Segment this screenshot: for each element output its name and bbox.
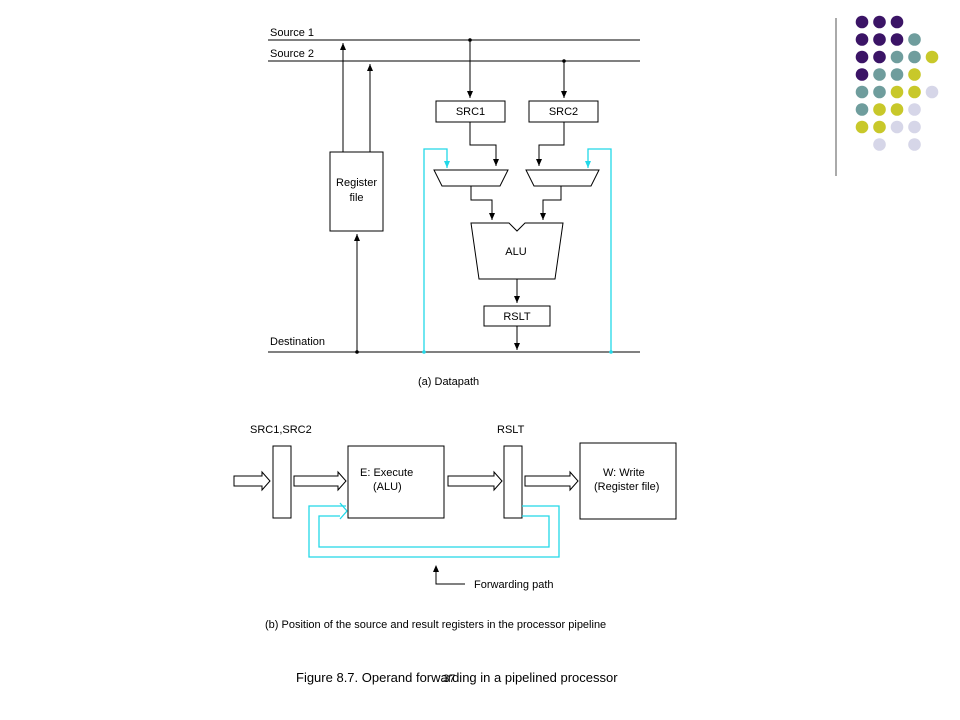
decorative-dot xyxy=(908,85,921,99)
write-stage-box xyxy=(579,442,677,520)
write-stage-label-line1: W: Write xyxy=(603,467,645,479)
decorative-dot xyxy=(890,85,904,99)
forwarding-pointer-arrowhead xyxy=(433,565,439,572)
execute-to-rslt-arrow xyxy=(447,470,503,492)
left-multiplexer xyxy=(433,169,509,187)
decorative-dot xyxy=(890,120,904,134)
forwarding-junction-dot xyxy=(422,350,426,354)
execute-stage-label-line2: (ALU) xyxy=(373,481,402,493)
rslt-to-write-arrow xyxy=(524,470,579,492)
decorative-dot xyxy=(873,50,886,64)
register-file-label-line1: Register xyxy=(336,177,377,189)
decorative-dot-grid xyxy=(855,15,939,151)
decorative-dot xyxy=(873,15,886,29)
decorative-dot xyxy=(890,50,904,64)
rslt-register-top-label: RSLT xyxy=(497,424,525,436)
decorative-dot xyxy=(925,85,939,99)
decorative-dot xyxy=(908,138,921,151)
decorative-dot xyxy=(890,68,904,81)
decorative-dot xyxy=(855,68,869,81)
left-forwarding-line xyxy=(423,148,450,352)
decorative-dot xyxy=(908,68,921,81)
src2-to-mux-arrow xyxy=(536,122,565,166)
forwarding-junction-dot xyxy=(609,350,613,354)
decorative-dot xyxy=(855,120,869,134)
decorative-dot xyxy=(890,15,904,29)
datapath-diagram: Source 1 Source 2 Destination Register f… xyxy=(268,27,640,388)
decorative-dot xyxy=(855,85,869,99)
decorative-dot xyxy=(873,138,886,151)
execute-stage-box xyxy=(347,445,445,519)
junction-dot xyxy=(468,38,472,42)
rslt-register-bar xyxy=(503,445,523,519)
src2-register-label: SRC2 xyxy=(549,106,578,118)
decorative-dot xyxy=(908,120,921,134)
execute-stage-label-line1: E: Execute xyxy=(360,467,413,479)
rslt-register-label: RSLT xyxy=(503,311,531,323)
decorative-dot xyxy=(855,33,869,46)
junction-dot xyxy=(355,350,359,354)
figure-title: Figure 8.7. Operand forwarding in a pipe… xyxy=(296,670,618,685)
src-to-execute-arrow xyxy=(293,470,347,492)
alu-label: ALU xyxy=(505,246,526,258)
source1-label: Source 1 xyxy=(270,27,314,39)
decorative-dot xyxy=(873,85,886,99)
decorative-dot xyxy=(890,33,904,46)
src-register-bar xyxy=(272,445,292,519)
forwarding-label-pointer xyxy=(435,566,465,585)
decorative-dot xyxy=(925,50,939,64)
decorative-dot xyxy=(873,120,886,134)
decorative-dot xyxy=(855,15,869,29)
mux-to-alu-left-arrow xyxy=(470,186,495,220)
right-forwarding-line xyxy=(585,148,612,352)
page-number: 37 xyxy=(443,673,455,685)
decorative-dot xyxy=(873,33,886,46)
mux-to-alu-right-arrow xyxy=(540,186,562,220)
decorative-dot xyxy=(908,33,921,46)
decorative-dot xyxy=(890,103,904,116)
register-file-label-line2: file xyxy=(349,192,363,204)
decorative-dot xyxy=(873,103,886,116)
forwarding-path-outer xyxy=(308,505,560,558)
decorative-dot xyxy=(908,103,921,116)
pipeline-caption: (b) Position of the source and result re… xyxy=(265,619,606,631)
src1-to-mux-arrow xyxy=(469,122,499,166)
alu-unit xyxy=(470,222,564,280)
input-hollow-arrow xyxy=(233,470,271,492)
decorative-dot xyxy=(855,103,869,116)
junction-dot xyxy=(562,59,566,63)
right-multiplexer xyxy=(525,169,600,187)
pipeline-diagram: SRC1,SRC2 RSLT E: Execute (ALU) W: Write… xyxy=(233,424,677,631)
decorative-dot xyxy=(873,68,886,81)
forwarding-path-arrowhead xyxy=(339,502,348,520)
forwarding-path-inner xyxy=(318,515,550,548)
destination-label: Destination xyxy=(270,336,325,348)
register-file-box xyxy=(329,151,384,232)
forwarding-path-label: Forwarding path xyxy=(474,579,554,591)
source2-label: Source 2 xyxy=(270,48,314,60)
write-stage-label-line2: (Register file) xyxy=(594,481,659,493)
decorative-dot xyxy=(855,50,869,64)
decorative-dot xyxy=(908,50,921,64)
src1-register-label: SRC1 xyxy=(456,106,485,118)
datapath-caption: (a) Datapath xyxy=(418,376,479,388)
src-registers-label: SRC1,SRC2 xyxy=(250,424,312,436)
